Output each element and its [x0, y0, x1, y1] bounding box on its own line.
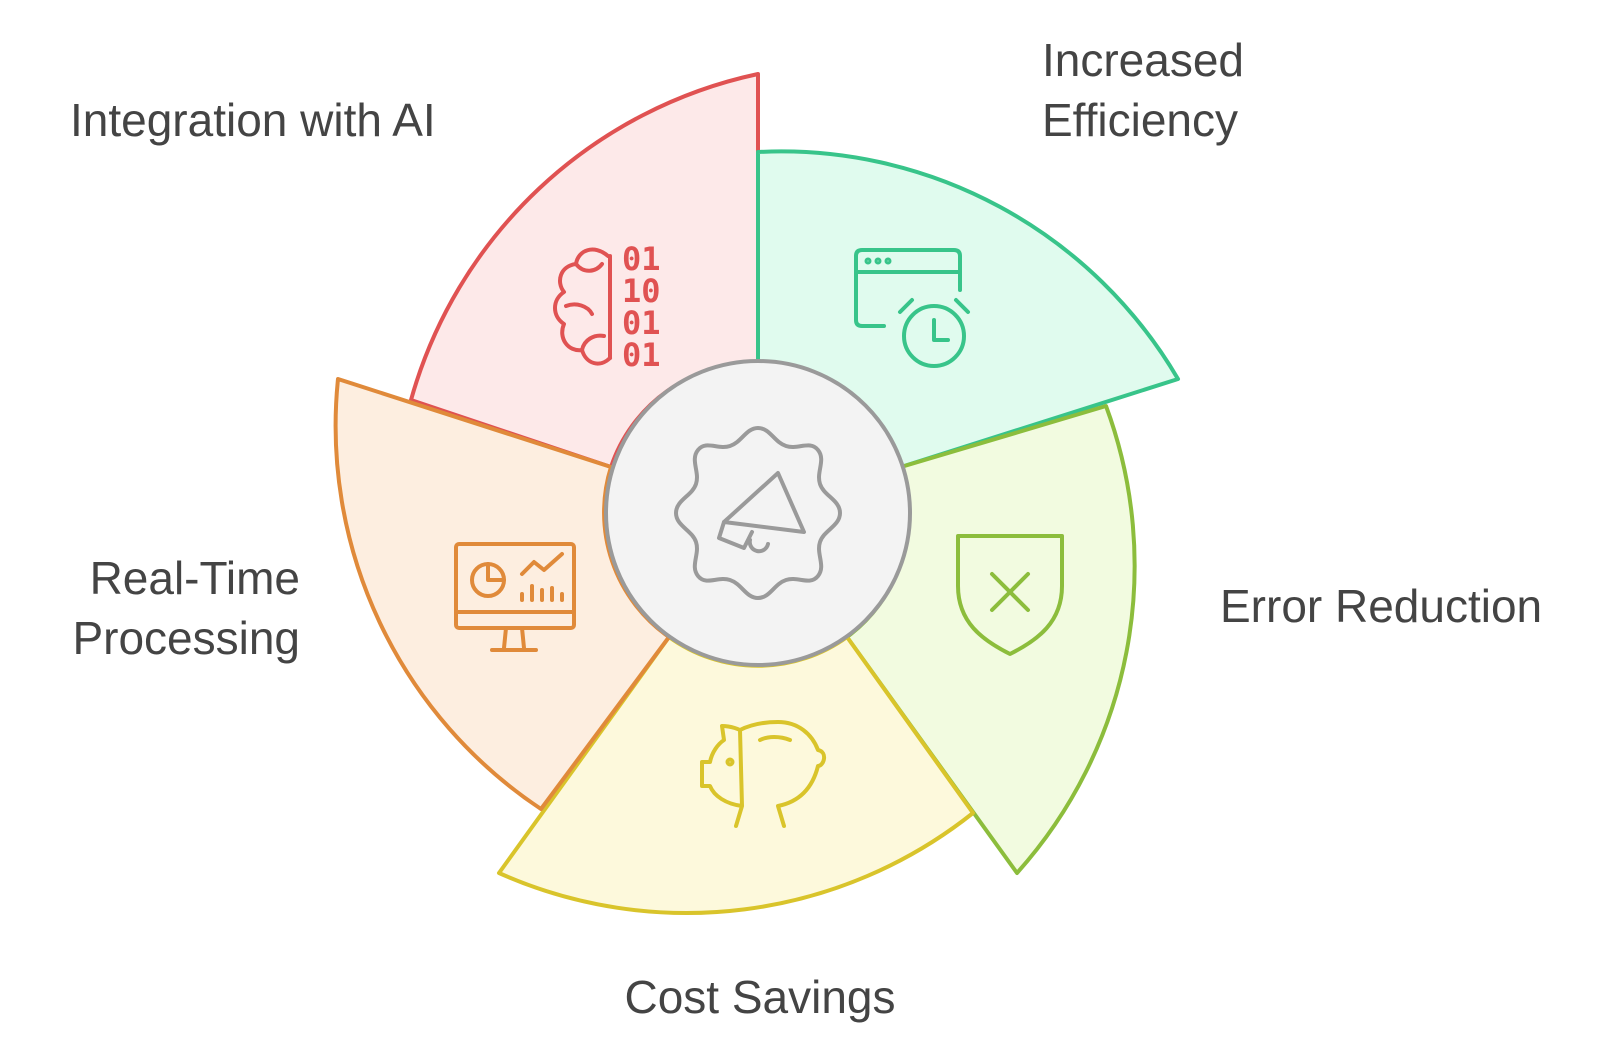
binary-digits-row-3: 01 — [622, 304, 661, 342]
binary-digits-row-2: 10 — [622, 272, 661, 310]
label-increased-efficiency: Increased Efficiency — [1042, 34, 1245, 146]
piggy-bank-icon — [700, 720, 826, 828]
label-cost-savings: Cost Savings — [624, 971, 896, 1023]
brain-binary-icon: 01 10 01 01 — [553, 240, 661, 374]
shield-x-icon — [956, 534, 1064, 656]
binary-digits-row-4: 01 — [622, 336, 661, 374]
gear-megaphone-icon — [674, 426, 842, 600]
center-hub — [604, 359, 912, 667]
binary-digits-row-1: 01 — [622, 240, 661, 278]
monitor-analytics-icon — [454, 542, 576, 652]
browser-clock-icon — [854, 248, 970, 368]
label-error-reduction: Error Reduction — [1220, 580, 1543, 632]
label-real-time-processing: Real-Time Processing — [72, 552, 300, 664]
label-integration-with-ai: Integration with AI — [70, 94, 436, 146]
